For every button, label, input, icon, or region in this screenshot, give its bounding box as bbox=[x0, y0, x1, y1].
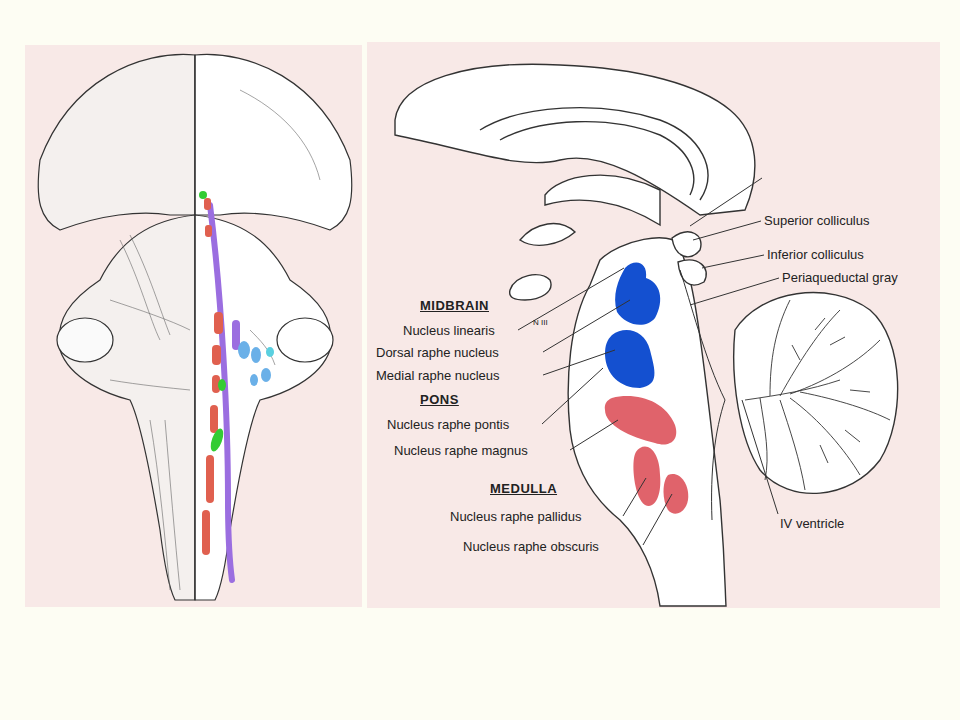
brainstem-ventral bbox=[38, 54, 352, 600]
raphe-nuclei-caudal bbox=[605, 396, 688, 514]
region-heading: MEDULLA bbox=[490, 481, 557, 496]
structure-label: IV ventricle bbox=[780, 516, 844, 531]
texture-lines bbox=[110, 90, 320, 590]
structure-label: Nucleus raphe magnus bbox=[394, 443, 528, 458]
midline bbox=[195, 55, 196, 600]
structure-label: Periaqueductal gray bbox=[782, 270, 898, 285]
structure-label: Nucleus raphe obscuris bbox=[463, 539, 599, 554]
sensory-nuclei bbox=[238, 341, 274, 386]
structure-label: Medial raphe nucleus bbox=[376, 368, 500, 383]
region-heading: PONS bbox=[420, 392, 459, 407]
structure-label: Dorsal raphe nucleus bbox=[376, 345, 499, 360]
sagittal-brain bbox=[395, 64, 755, 606]
structure-label: Inferior colliculus bbox=[767, 247, 864, 262]
structure-label: Superior colliculus bbox=[764, 213, 870, 228]
cerebellum bbox=[734, 293, 898, 494]
ventricle-outline bbox=[680, 270, 725, 520]
leader-lines bbox=[518, 178, 779, 545]
panel bbox=[367, 42, 940, 608]
structure-label: N III bbox=[533, 318, 548, 327]
structure-label: Nucleus raphe pontis bbox=[387, 417, 509, 432]
raphe-nuclei-rostral bbox=[605, 263, 660, 388]
structure-label: Nucleus raphe pallidus bbox=[450, 509, 582, 524]
motor-nuclei bbox=[199, 191, 226, 453]
structure-label: Nucleus linearis bbox=[403, 323, 495, 338]
nucleus-strip bbox=[210, 205, 232, 580]
region-heading: MIDBRAIN bbox=[420, 298, 489, 313]
panel bbox=[25, 45, 362, 607]
raphe-nuclei bbox=[202, 198, 240, 555]
